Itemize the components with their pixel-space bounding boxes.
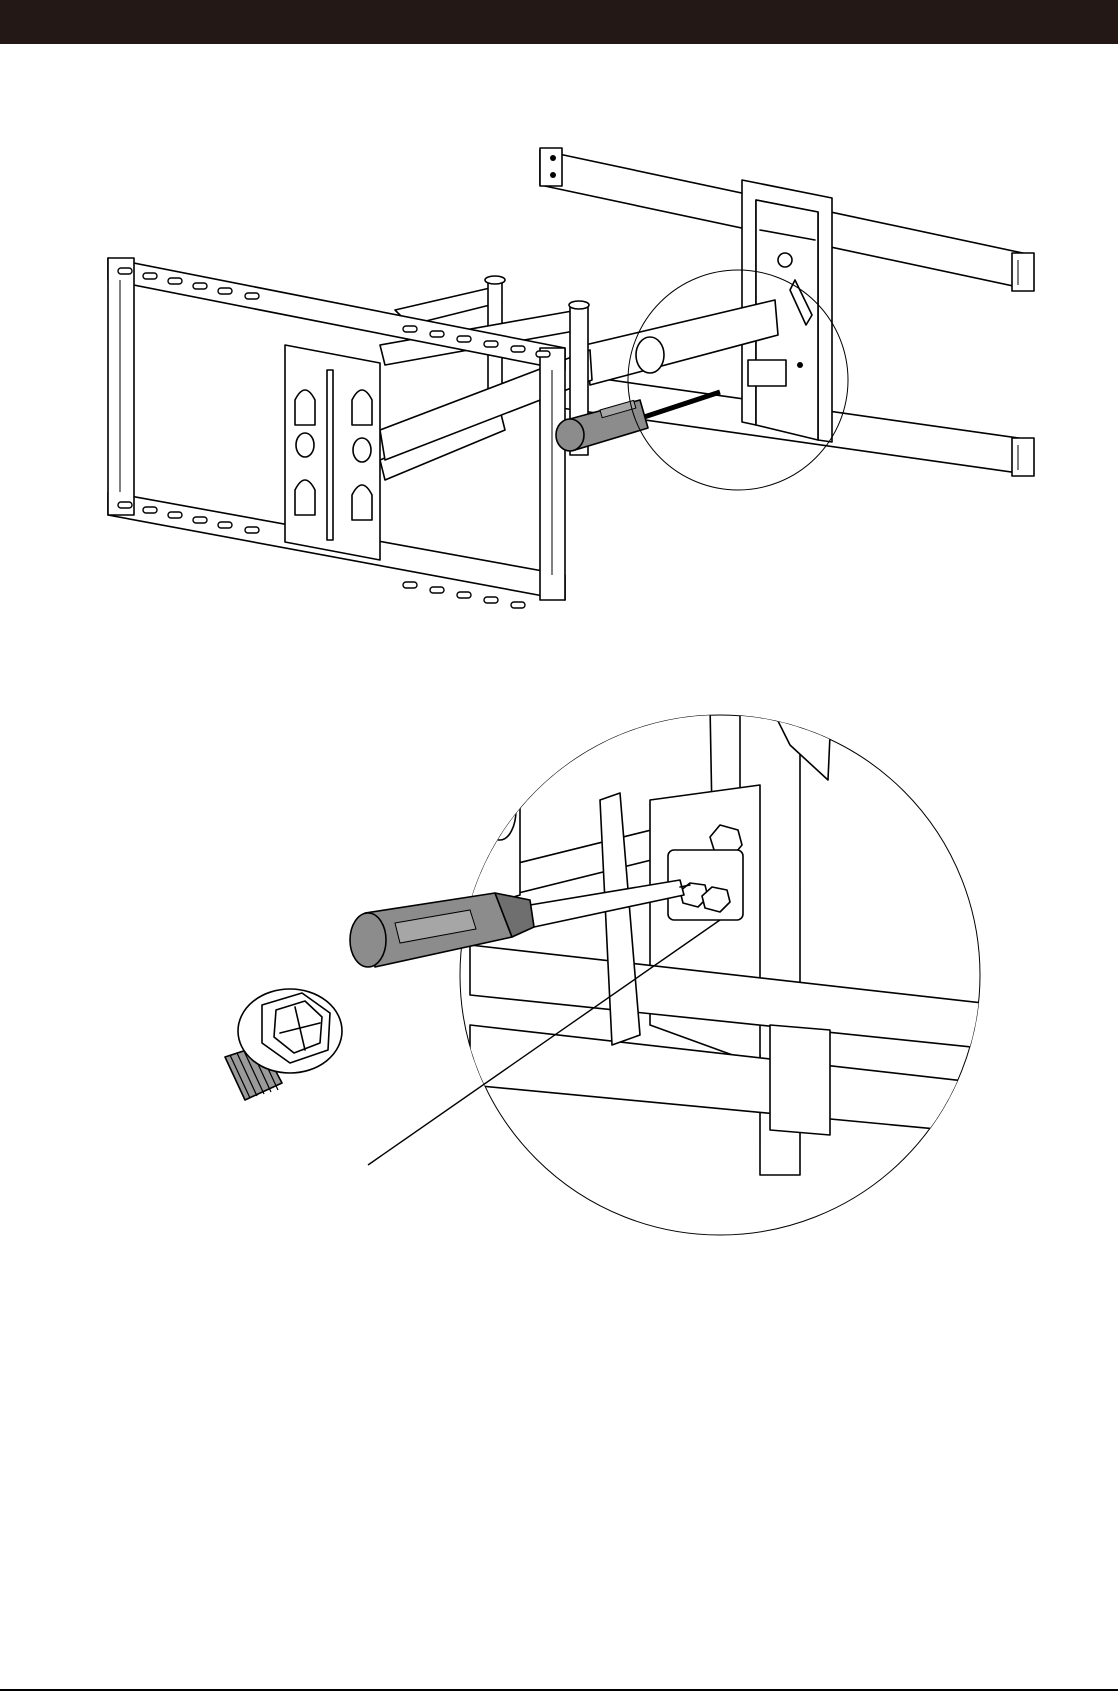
swing-arms	[380, 276, 786, 480]
bottom-rule	[0, 1689, 1118, 1691]
screwdriver-tightening-bolt-illustration	[0, 705, 1118, 1250]
hex-flange-bolt-icon	[225, 989, 342, 1100]
tv-mount-assembly-illustration	[0, 130, 1118, 660]
header-band	[0, 0, 1118, 44]
